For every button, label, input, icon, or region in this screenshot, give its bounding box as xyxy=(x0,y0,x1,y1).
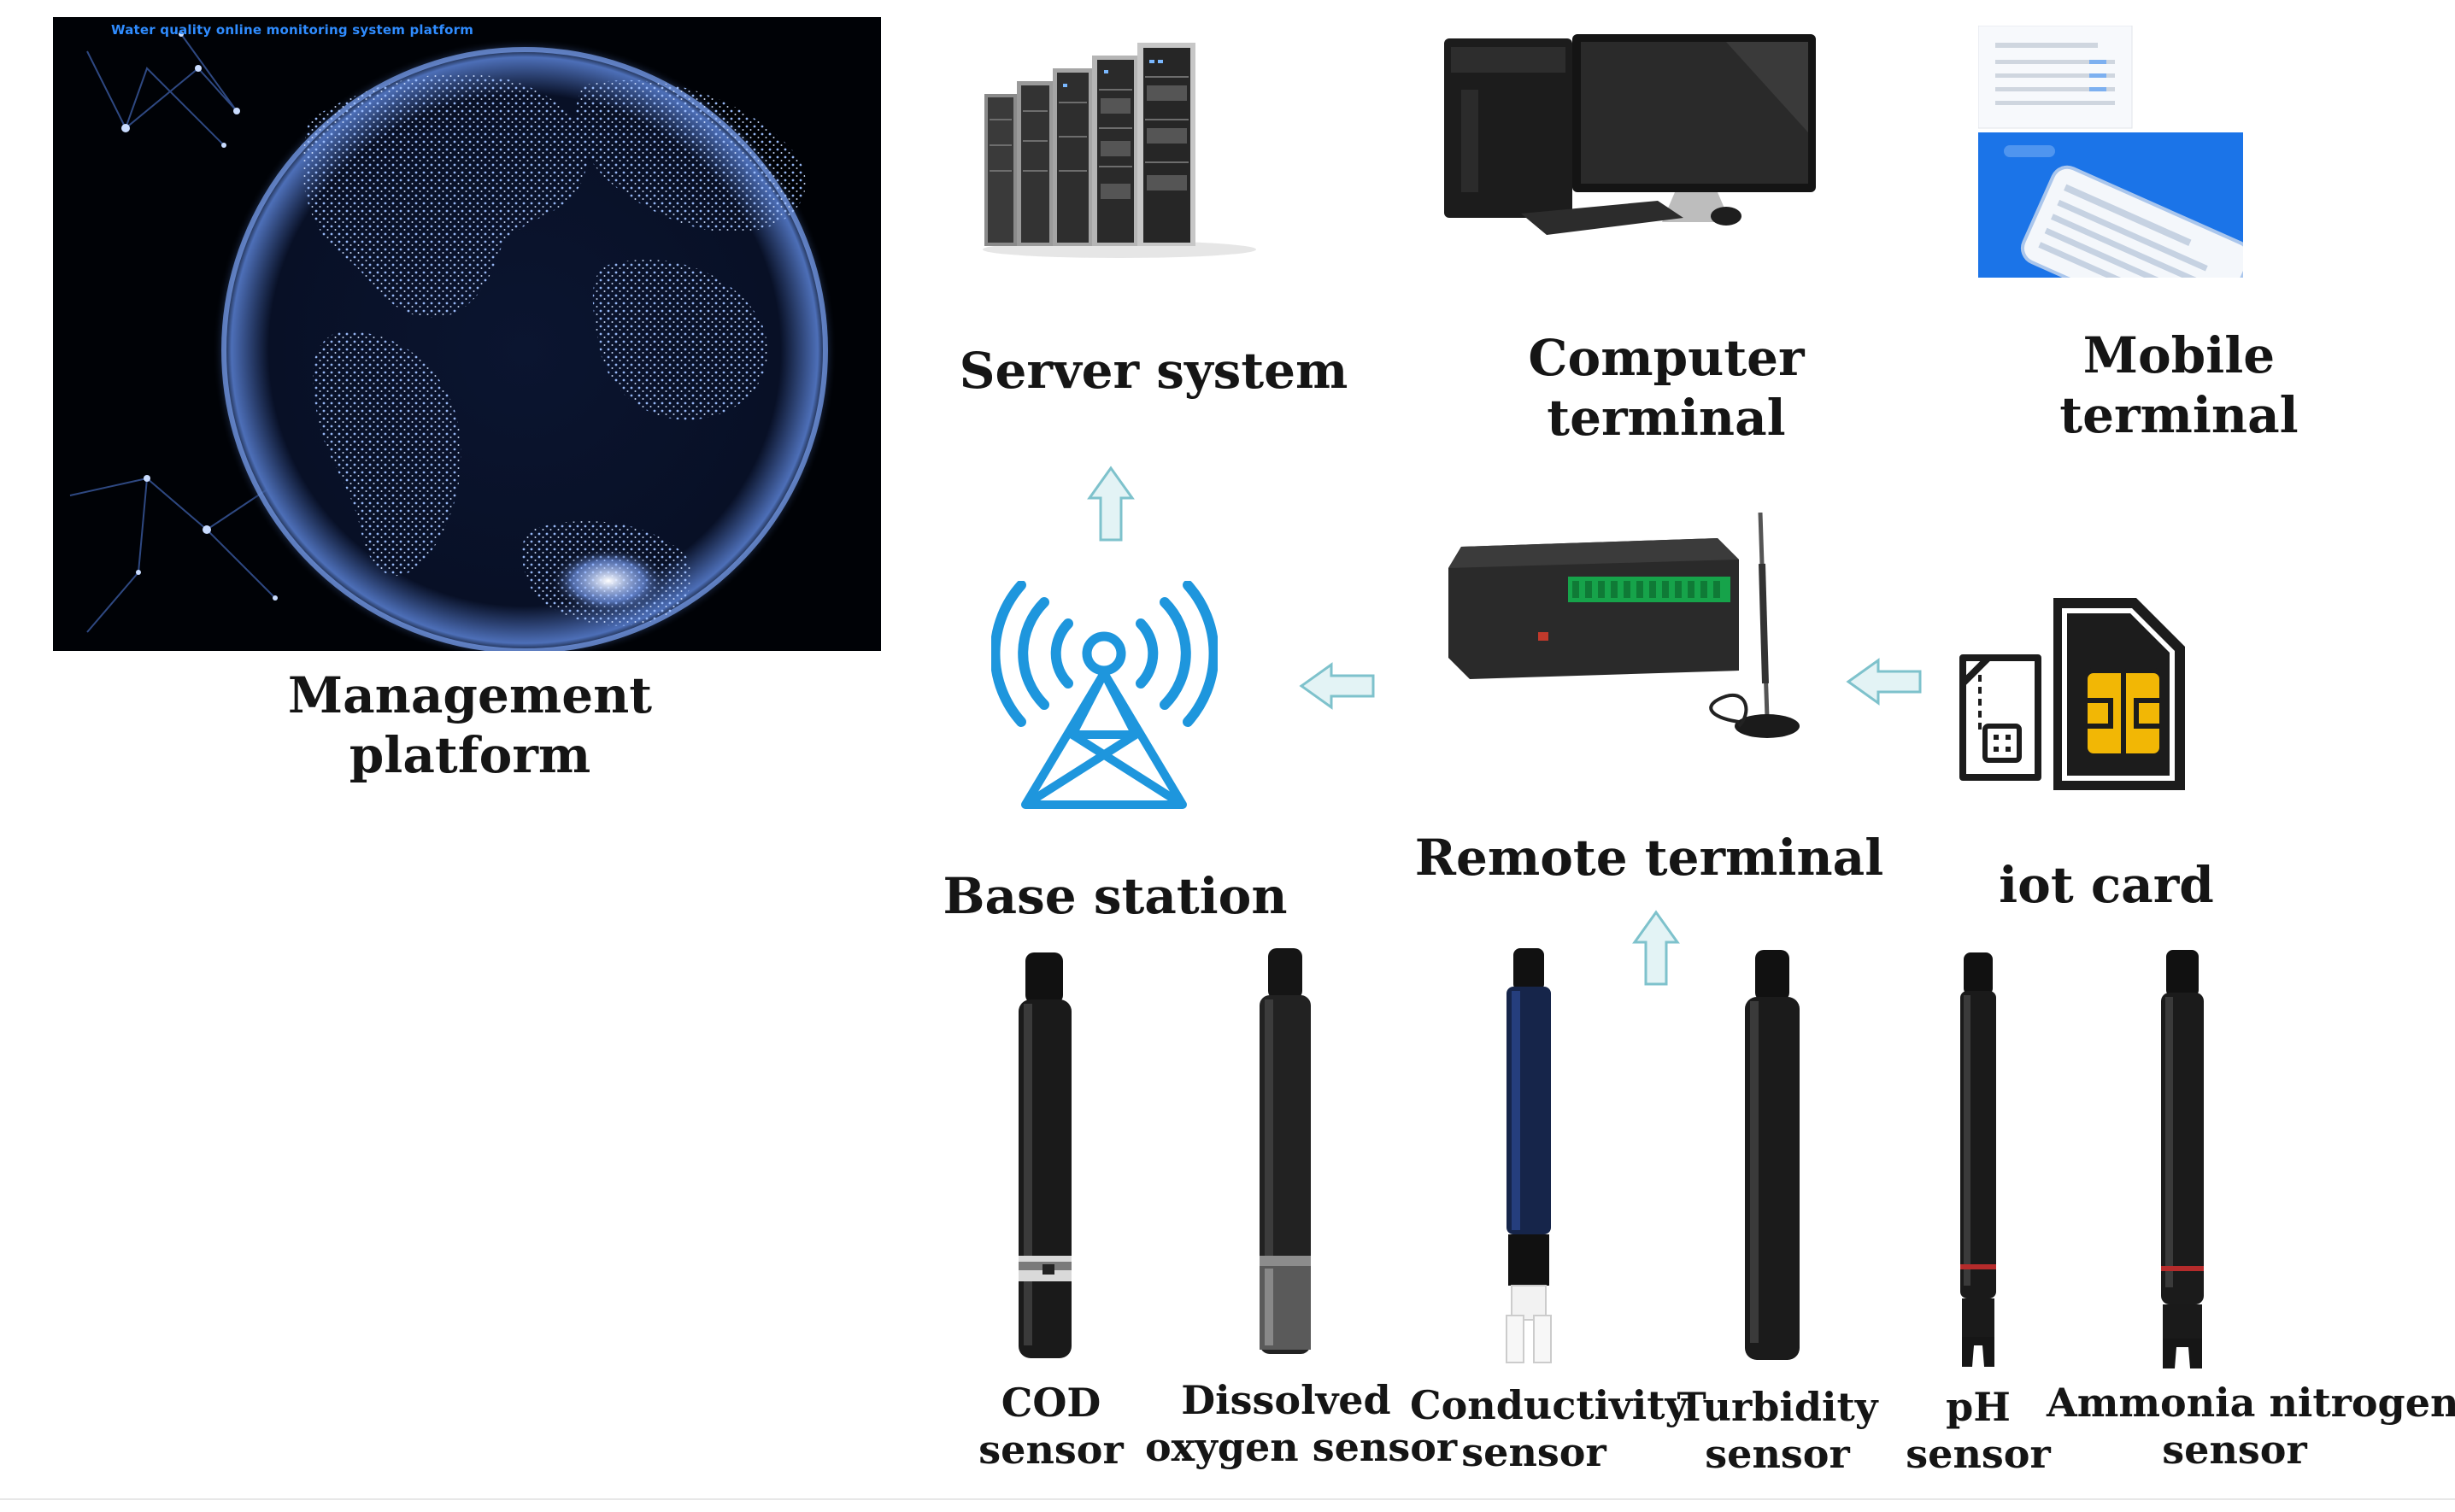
base-station-image xyxy=(991,581,1218,812)
sensor-label-line2: sensor xyxy=(2162,1427,2307,1474)
management-platform-label-line2: platform xyxy=(349,725,591,784)
sensor-label-line2: sensor xyxy=(1705,1431,1850,1478)
dissolved-oxygen-sensor-image xyxy=(1239,948,1333,1358)
server-icon xyxy=(983,43,1256,258)
sensor-label-line1: COD xyxy=(1001,1380,1101,1426)
management-platform-label-line1: Management xyxy=(287,666,653,724)
management-platform-label: Management platform xyxy=(239,666,701,785)
conductivity-probe-icon xyxy=(1506,948,1552,1363)
remote-terminal-label: Remote terminal xyxy=(1414,829,1884,887)
globe-icon xyxy=(69,32,837,651)
mobile-terminal-image xyxy=(1978,26,2243,278)
computer-image xyxy=(1444,30,1820,269)
cod-probe-icon xyxy=(1019,952,1072,1358)
ph-sensor-image xyxy=(1940,952,2017,1371)
server-rack-image xyxy=(974,34,1265,261)
arrow-left-to-remote-terminal xyxy=(1846,658,1922,706)
mobile-phone-icon xyxy=(1978,26,2243,278)
computer-terminal-label-line2: terminal xyxy=(1547,388,1786,447)
sim-card-icon xyxy=(1959,598,2185,790)
sensor-label-line2: sensor xyxy=(1906,1431,2051,1478)
arrow-left-to-base-station xyxy=(1299,662,1375,710)
sensor-label-conductivity: Conductivity sensor xyxy=(1410,1382,1689,1476)
sensor-label-ph: pH sensor xyxy=(1893,1384,2064,1478)
arrow-up-to-server xyxy=(1087,466,1135,542)
management-platform-screen: Water quality online monitoring system p… xyxy=(53,17,881,651)
ammonia-nitrogen-probe-icon xyxy=(2161,950,2204,1368)
sensor-label-line1: Dissolved xyxy=(1181,1377,1391,1423)
arrow-up-from-sensors xyxy=(1632,910,1680,986)
platform-screen-title: Water quality online monitoring system p… xyxy=(111,22,474,38)
mobile-terminal-label-line2: terminal xyxy=(2059,385,2299,444)
ammonia-nitrogen-sensor-image xyxy=(2141,950,2226,1373)
cell-tower-icon xyxy=(991,581,1218,809)
mobile-terminal-label: Mobile terminal xyxy=(1965,326,2393,445)
turbidity-sensor-image xyxy=(1726,950,1820,1364)
mobile-terminal-label-line1: Mobile xyxy=(2082,326,2276,384)
rtu-device-icon xyxy=(1448,513,1800,738)
computer-terminal-label-line1: Computer xyxy=(1528,329,1805,387)
remote-terminal-image xyxy=(1444,513,1837,769)
computer-terminal-label: Computer terminal xyxy=(1410,329,1923,448)
bottom-divider xyxy=(0,1498,2455,1500)
ph-probe-icon xyxy=(1960,952,1996,1367)
iot-card-image xyxy=(1953,589,2200,803)
sensor-label-line1: Turbidity xyxy=(1677,1384,1878,1430)
dissolved-oxygen-probe-icon xyxy=(1260,948,1311,1354)
sensor-label-line1: Conductivity xyxy=(1410,1382,1689,1428)
sensor-label-line2: sensor xyxy=(978,1427,1124,1474)
base-station-label: Base station xyxy=(943,867,1288,925)
desktop-computer-icon xyxy=(1444,34,1816,235)
sensor-label-ammonia-nitrogen: Ammonia nitrogen sensor xyxy=(2047,1380,2455,1474)
sensor-label-dissolved-oxygen: Dissolved oxygen sensor xyxy=(1145,1377,1458,1471)
iot-card-label: iot card xyxy=(1999,856,2214,914)
sensor-label-turbidity: Turbidity sensor xyxy=(1671,1384,1884,1478)
sensor-label-line2: oxygen sensor xyxy=(1145,1424,1458,1471)
turbidity-probe-icon xyxy=(1745,950,1800,1360)
server-system-label: Server system xyxy=(959,342,1348,400)
cod-sensor-image xyxy=(1000,952,1094,1371)
sensor-label-line2: sensor xyxy=(1461,1429,1606,1476)
sensor-label-line1: pH xyxy=(1946,1384,2011,1430)
sensor-label-line1: Ammonia nitrogen xyxy=(2047,1380,2455,1426)
sensor-label-cod: COD sensor xyxy=(940,1380,1162,1474)
conductivity-sensor-image xyxy=(1483,948,1577,1367)
